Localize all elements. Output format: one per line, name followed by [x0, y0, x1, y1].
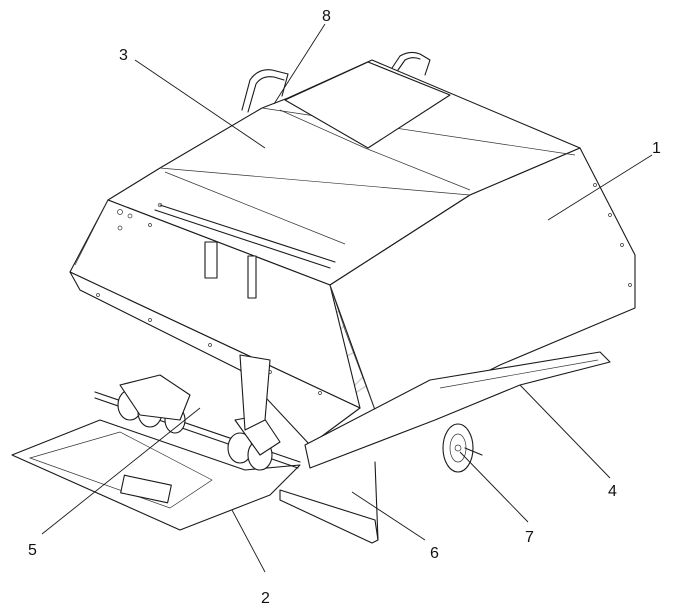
sight-glass-2 [247, 255, 257, 299]
bottom-tray [11, 419, 301, 531]
callout-2: 2 [261, 590, 270, 607]
leader-lines [41, 23, 653, 573]
callout-numbers: 1 2 3 4 5 6 7 8 [28, 8, 661, 607]
lifting-handles [241, 51, 431, 113]
leader-8 [273, 23, 326, 105]
leader-4 [519, 384, 611, 479]
callout-3: 3 [119, 47, 128, 64]
tray-opening [120, 474, 172, 504]
callout-6: 6 [430, 545, 439, 562]
callout-4: 4 [608, 483, 617, 500]
callout-7: 7 [525, 529, 534, 546]
leader-7 [459, 451, 529, 523]
callout-8: 8 [322, 8, 331, 25]
runner [279, 461, 379, 544]
sight-glass [204, 241, 218, 279]
bearing-flange [442, 423, 483, 473]
side-chute [304, 351, 611, 469]
callout-5: 5 [28, 542, 37, 559]
leader-2 [231, 509, 266, 573]
leader-3 [134, 59, 266, 149]
agitator-shaft [94, 354, 301, 471]
leader-1 [547, 154, 653, 221]
leader-6 [351, 491, 426, 541]
callout-1: 1 [652, 140, 661, 157]
leader-5 [41, 407, 201, 535]
